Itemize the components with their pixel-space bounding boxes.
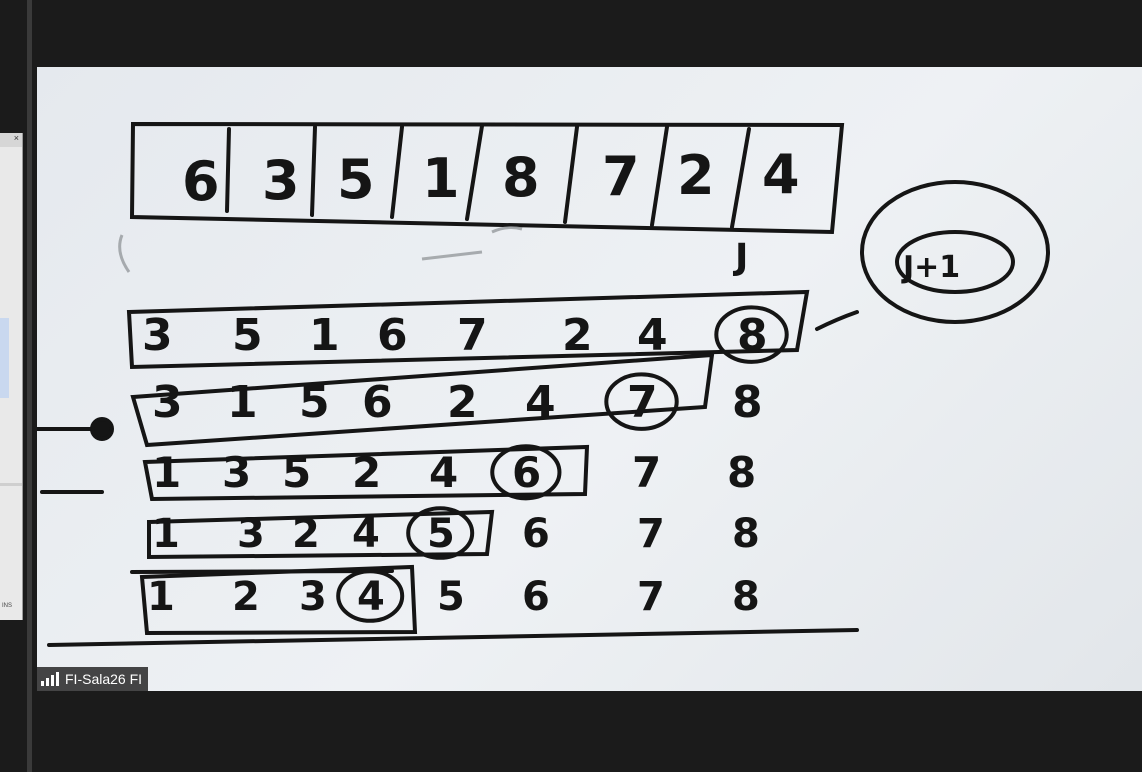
row-cell: 6 [512,448,541,497]
j-index-label: J [732,237,748,278]
background-window[interactable]: × INS [0,133,23,620]
row-cell: 5 [232,310,263,361]
pivot-circle [490,444,562,501]
side-note-circle [860,180,1050,324]
row-cell: 6 [522,511,550,557]
row-cell: 4 [429,448,458,497]
pivot-circle [336,569,405,623]
side-note-text: J+1 [901,250,960,285]
row-cell: 8 [732,377,763,428]
row-cell: 3 [299,574,327,620]
row-cell: 8 [732,511,760,557]
row-cell: 5 [299,377,330,428]
top-array-cell: 1 [422,147,460,210]
pivot-circle [604,372,679,431]
row-cell: 2 [562,310,593,361]
row-cell: 7 [637,511,665,557]
row-cell: 3 [142,310,173,361]
index-marks [118,226,523,273]
row-cell: 7 [627,377,658,428]
top-array-cell: 8 [502,146,540,209]
top-array-cell: 6 [182,150,220,213]
row-cell: 1 [152,448,181,497]
row-cell: 2 [447,377,478,428]
participant-name: FI-Sala26 FI [65,671,143,687]
top-array-cell: 2 [677,144,715,207]
row-cell: 6 [362,377,393,428]
background-window-panel [0,318,9,398]
row-cell: 1 [152,511,180,557]
row-cell: 1 [227,377,258,428]
top-array-cell: 7 [602,145,640,208]
background-window-divider [0,483,22,486]
row-cell: 8 [727,448,756,497]
row-cell: 7 [457,310,488,361]
row-cell: 6 [377,310,408,361]
row-cell: 6 [522,574,550,620]
row-cell: 1 [147,574,175,620]
row-cell: 4 [525,377,556,428]
row-cell: 8 [732,574,760,620]
background-window-titlebar [0,133,22,147]
participant-label: FI-Sala26 FI [37,667,149,691]
top-array-cell: 3 [262,149,300,212]
close-icon[interactable]: × [13,133,19,143]
row-cell: 4 [352,511,380,557]
row-cell: 2 [352,448,381,497]
row-cell: 2 [292,511,320,557]
row-cell: 7 [632,448,661,497]
row-cell: 3 [152,377,183,428]
row-cell: 5 [427,511,455,557]
row-cell: 2 [232,574,260,620]
top-array-cell: 5 [337,148,375,211]
row-cell: 4 [357,574,385,620]
row-cell: 5 [437,574,465,620]
row-boxes [37,289,859,647]
panel-divider[interactable] [27,0,32,772]
row-cell: 7 [637,574,665,620]
row-cell: 8 [737,310,768,361]
pivot-circle [714,305,789,364]
row-cell: 3 [222,448,251,497]
row-cell: 5 [282,448,311,497]
row-cell: 3 [237,511,265,557]
top-array-cell: 4 [762,143,800,206]
top-array-box [129,121,845,235]
pivot-circle [406,506,475,560]
row-cell: 1 [309,310,340,361]
background-window-status: INS [2,603,13,609]
signal-bars-icon [41,672,59,686]
row-cell: 4 [637,310,668,361]
